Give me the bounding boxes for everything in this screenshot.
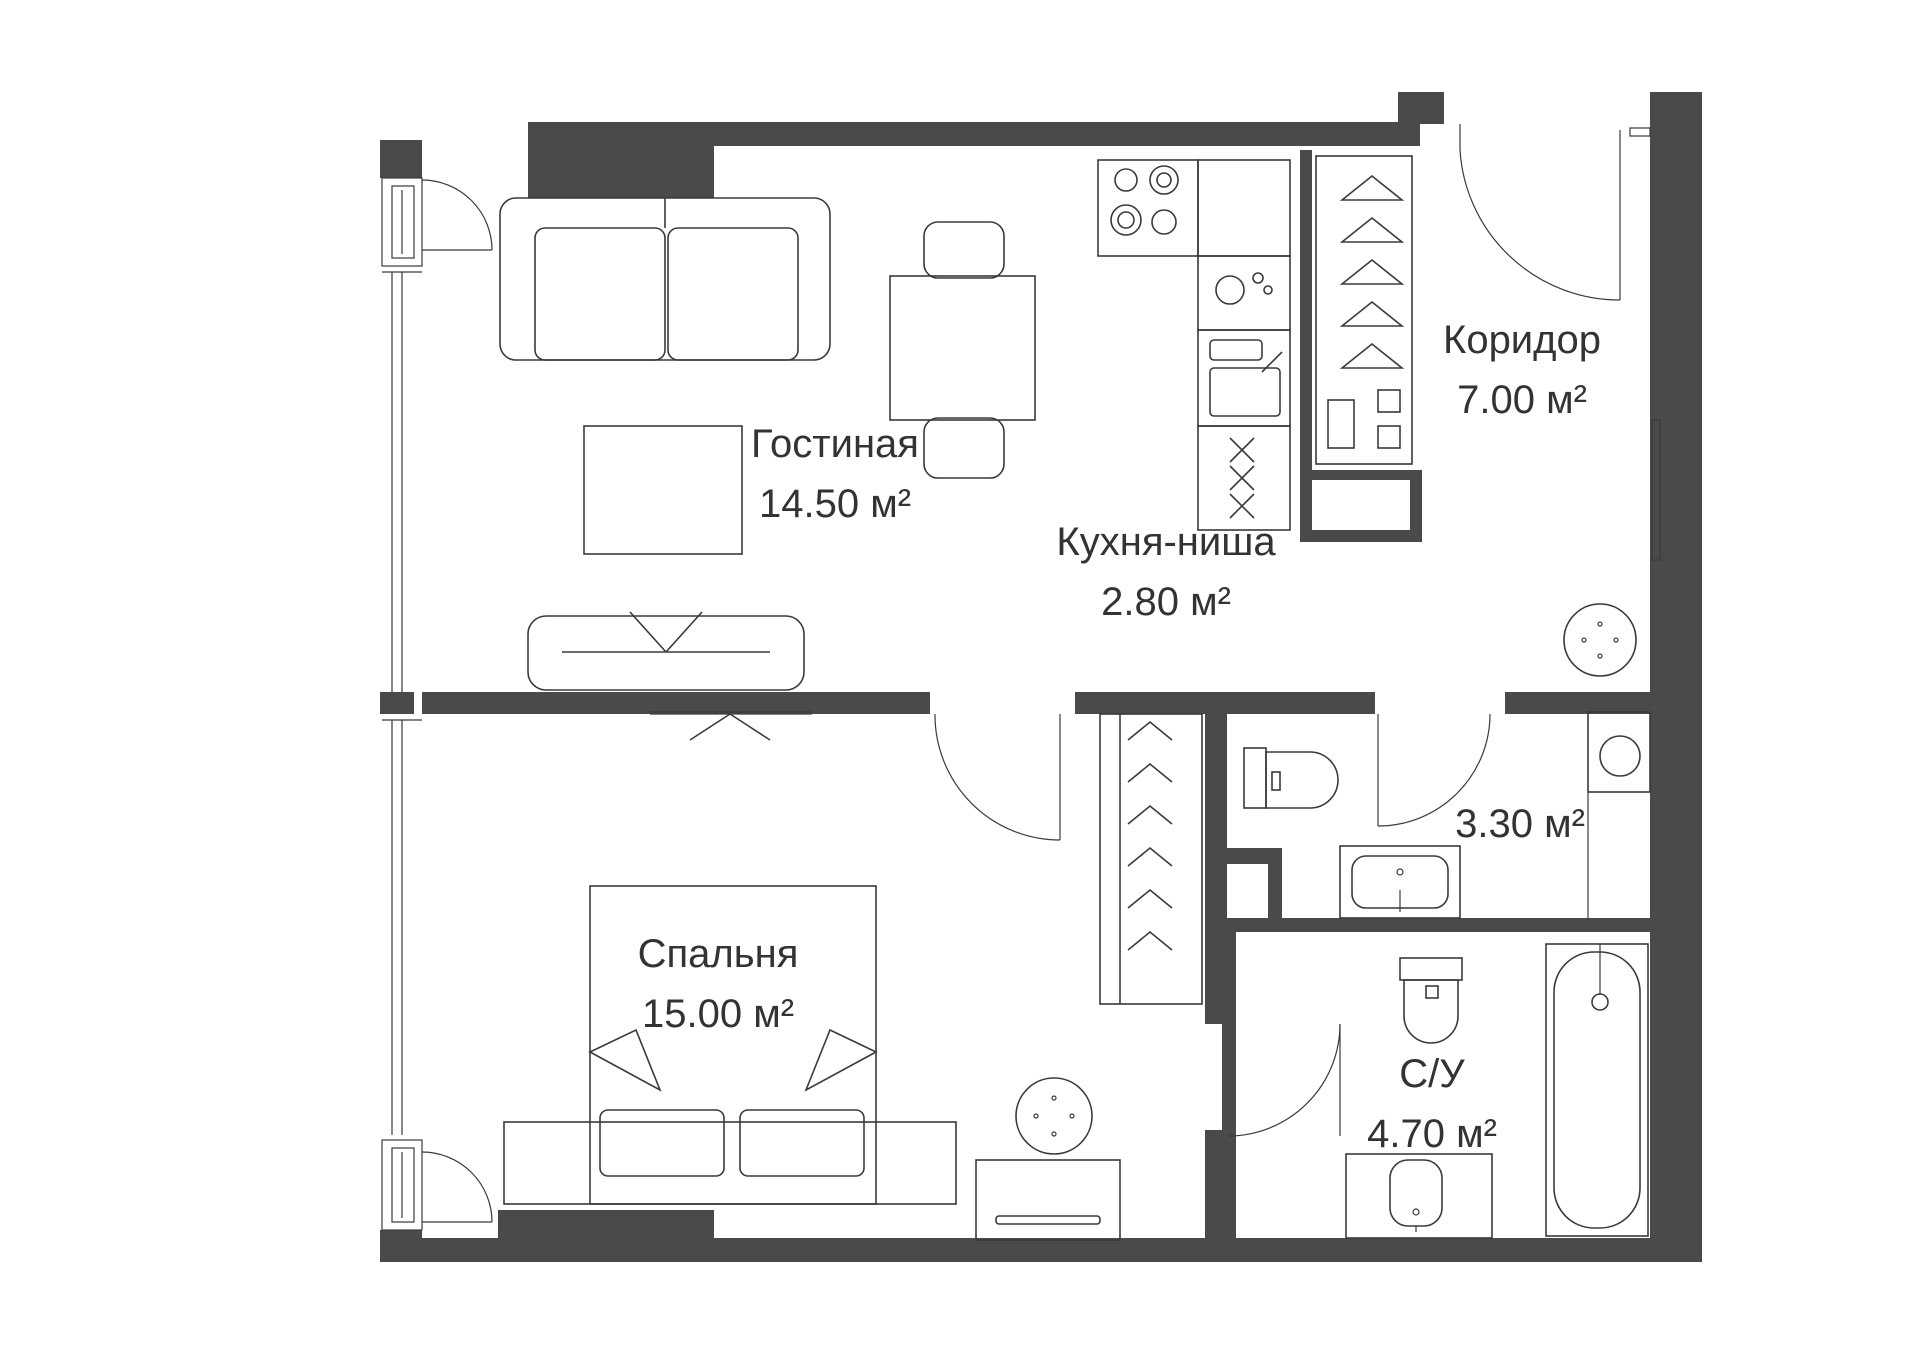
round-stool-corridor-icon — [1563, 603, 1637, 677]
room-name-kitchen: Кухня-ниша — [1056, 520, 1276, 564]
dining-table-icon — [889, 221, 1036, 479]
washbasin-small-icon — [1339, 845, 1461, 919]
room-area-corridor: 7.00 м² — [1457, 378, 1587, 422]
room-area-kitchen: 2.80 м² — [1101, 580, 1231, 624]
doors — [421, 124, 1621, 1223]
desk-icon — [975, 1159, 1121, 1241]
kitchen-sink-icon — [1197, 329, 1291, 427]
room-name-bedroom: Спальня — [637, 932, 799, 976]
exterior-walls — [380, 92, 1702, 1262]
toilet-small-icon — [1243, 747, 1339, 809]
room-area-bathroom-small: 3.30 м² — [1455, 802, 1585, 846]
room-area-living: 14.50 м² — [758, 482, 912, 526]
wardrobe-bedroom-icon — [1099, 713, 1203, 1005]
room-name-living: Гостиная — [751, 422, 919, 466]
washbasin-icon — [1345, 1153, 1493, 1239]
room-name-bathroom: С/У — [1399, 1052, 1465, 1096]
wardrobe-corridor-icon — [1315, 155, 1413, 465]
fridge-icon — [1197, 425, 1291, 531]
room-name-corridor: Коридор — [1443, 318, 1601, 362]
windows — [381, 127, 1661, 1231]
interior-walls — [422, 150, 1655, 1240]
room-area-bathroom: 4.70 м² — [1367, 1112, 1497, 1156]
room-area-bedroom: 15.00 м² — [641, 992, 795, 1036]
toilet-icon — [1399, 957, 1463, 1044]
kitchen-counter — [1197, 159, 1291, 331]
round-table-bedroom-icon — [1015, 1077, 1093, 1155]
bed-icon — [503, 885, 957, 1205]
stove-icon — [1097, 159, 1199, 257]
bathtub-icon — [1545, 943, 1649, 1237]
sofa-icon — [499, 197, 831, 361]
coffee-table-icon — [583, 425, 743, 555]
tv-stand-icon — [527, 611, 812, 741]
washing-machine-icon — [1587, 711, 1651, 920]
